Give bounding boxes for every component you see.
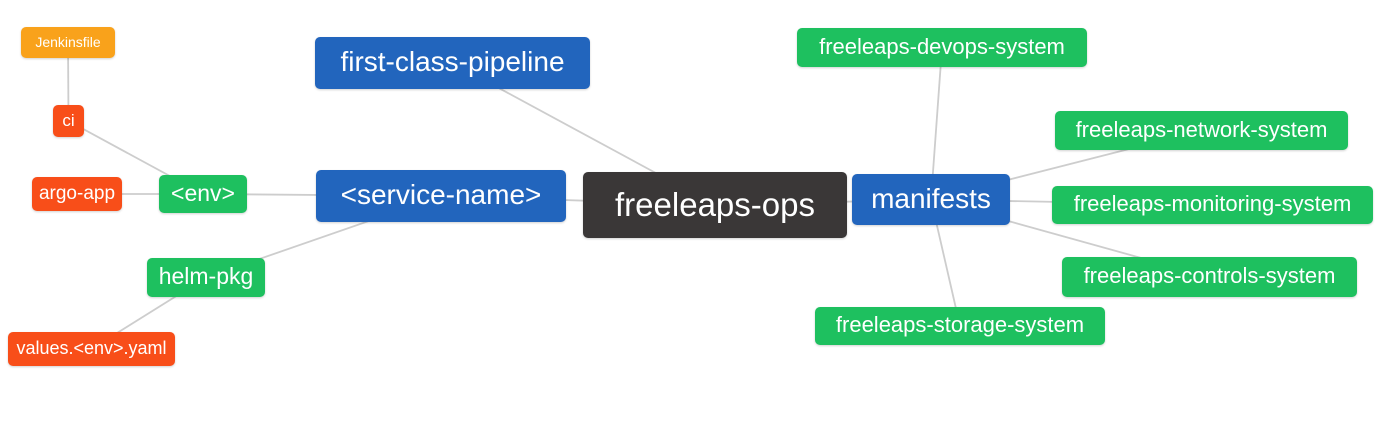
node-freeleaps-controls-system[interactable]: freeleaps-controls-system [1062, 257, 1357, 297]
node-env[interactable]: <env> [159, 175, 247, 213]
node-helm-pkg[interactable]: helm-pkg [147, 258, 265, 297]
node-freeleaps-devops-system[interactable]: freeleaps-devops-system [797, 28, 1087, 67]
node-ci[interactable]: ci [53, 105, 84, 137]
node-first-class-pipeline[interactable]: first-class-pipeline [315, 37, 590, 89]
node-argo-app[interactable]: argo-app [32, 177, 122, 211]
node-freeleaps-network-system[interactable]: freeleaps-network-system [1055, 111, 1348, 150]
node-manifests[interactable]: manifests [852, 174, 1010, 225]
node-freeleaps-monitoring-system[interactable]: freeleaps-monitoring-system [1052, 186, 1373, 224]
node-freeleaps-ops[interactable]: freeleaps-ops [583, 172, 847, 238]
node-jenkinsfile[interactable]: Jenkinsfile [21, 27, 115, 58]
node-service-name[interactable]: <service-name> [316, 170, 566, 222]
node-freeleaps-storage-system[interactable]: freeleaps-storage-system [815, 307, 1105, 345]
node-values-env-yaml[interactable]: values.<env>.yaml [8, 332, 175, 366]
